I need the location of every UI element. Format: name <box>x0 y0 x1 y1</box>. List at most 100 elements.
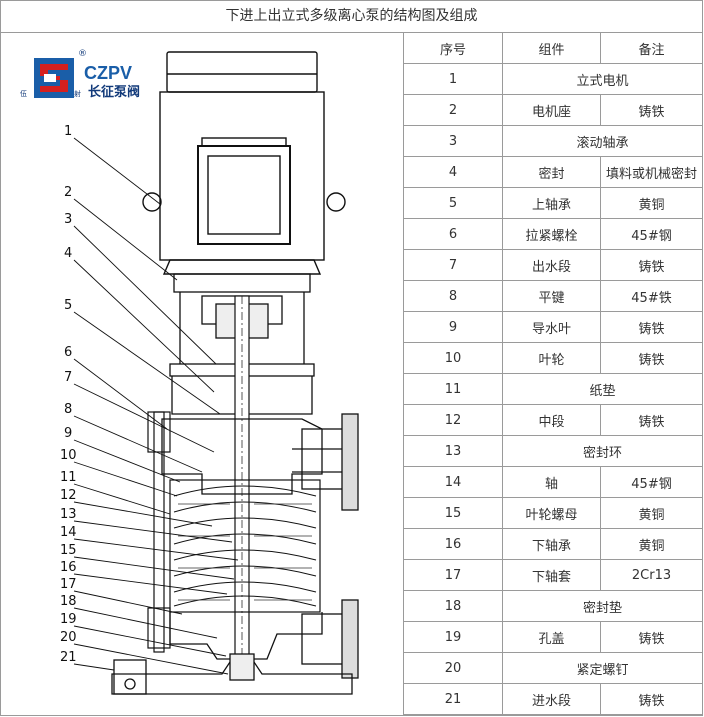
row-remark: 黄铜 <box>600 187 703 219</box>
outlet-section <box>161 413 359 511</box>
row-component: 拉紧螺栓 <box>502 218 601 250</box>
callout-2: 2 <box>64 185 72 200</box>
stage-stack <box>169 479 321 613</box>
callout-9: 9 <box>64 426 72 441</box>
callout-13: 13 <box>60 507 77 522</box>
callout-10: 10 <box>60 448 77 463</box>
row-component: 上轴承 <box>502 187 601 219</box>
row-remark: 铸铁 <box>600 404 703 436</box>
row-component: 叶轮 <box>502 342 601 374</box>
row-component: 导水叶 <box>502 311 601 343</box>
row-number: 17 <box>403 559 503 591</box>
row-remark: 黄铜 <box>600 528 703 560</box>
row-component: 下轴套 <box>502 559 601 591</box>
row-number: 10 <box>403 342 503 374</box>
row-component: 叶轮螺母 <box>502 497 601 529</box>
pump-shaft <box>234 295 250 657</box>
table-header-row: 序号 组件 备注 <box>403 32 703 64</box>
row-number: 4 <box>403 156 503 188</box>
row-number: 7 <box>403 249 503 281</box>
row-number: 1 <box>403 63 503 95</box>
row-component: 中段 <box>502 404 601 436</box>
row-component: 电机座 <box>502 94 601 126</box>
row-component: 立式电机 <box>502 63 703 95</box>
row-remark: 铸铁 <box>600 311 703 343</box>
row-component: 纸垫 <box>502 373 703 405</box>
callout-19: 19 <box>60 612 77 627</box>
callout-6: 6 <box>64 345 72 360</box>
vertical-motor <box>142 51 346 275</box>
row-component: 出水段 <box>502 249 601 281</box>
callout-leaders <box>73 137 239 675</box>
row-component: 进水段 <box>502 683 601 715</box>
row-component: 滚动轴承 <box>502 125 703 157</box>
row-number: 6 <box>403 218 503 250</box>
row-number: 15 <box>403 497 503 529</box>
logo-brand-text: CZPV <box>84 63 132 83</box>
header-number: 序号 <box>403 32 503 64</box>
row-number: 21 <box>403 683 503 715</box>
callout-11: 11 <box>60 470 77 485</box>
row-number: 20 <box>403 652 503 684</box>
row-remark: 铸铁 <box>600 621 703 653</box>
callout-numbers: 1 2 3 4 5 6 7 8 9 10 11 12 13 14 15 16 1… <box>60 124 77 665</box>
callout-7: 7 <box>64 370 72 385</box>
row-number: 19 <box>403 621 503 653</box>
page-title: 下进上出立式多级离心泵的结构图及组成 <box>0 0 703 33</box>
row-remark: 填料或机械密封 <box>600 156 703 188</box>
callout-3: 3 <box>64 212 72 227</box>
row-component: 孔盖 <box>502 621 601 653</box>
callout-21: 21 <box>60 650 77 665</box>
inlet-section <box>111 599 359 695</box>
row-component: 下轴承 <box>502 528 601 560</box>
callout-4: 4 <box>64 246 72 261</box>
pump-structure-drawing: ® CZPV 伍 射 长征泵阀 <box>20 49 359 695</box>
row-component: 平键 <box>502 280 601 312</box>
row-remark: 黄铜 <box>600 497 703 529</box>
row-number: 9 <box>403 311 503 343</box>
row-number: 11 <box>403 373 503 405</box>
logo-mark-icon <box>34 58 74 98</box>
row-number: 8 <box>403 280 503 312</box>
row-number: 13 <box>403 435 503 467</box>
row-number: 3 <box>403 125 503 157</box>
row-number: 16 <box>403 528 503 560</box>
row-remark: 铸铁 <box>600 94 703 126</box>
row-number: 2 <box>403 94 503 126</box>
row-component: 密封垫 <box>502 590 703 622</box>
row-remark: 铸铁 <box>600 342 703 374</box>
row-number: 18 <box>403 590 503 622</box>
row-remark: 铸铁 <box>600 683 703 715</box>
row-remark: 铸铁 <box>600 249 703 281</box>
logo-registered-mark: ® <box>78 49 87 59</box>
callout-18: 18 <box>60 594 77 609</box>
row-number: 5 <box>403 187 503 219</box>
header-remark: 备注 <box>600 32 703 64</box>
callout-17: 17 <box>60 577 77 592</box>
row-remark: 45#钢 <box>600 218 703 250</box>
callout-20: 20 <box>60 630 77 645</box>
row-number: 12 <box>403 404 503 436</box>
callout-15: 15 <box>60 543 77 558</box>
callout-12: 12 <box>60 488 77 503</box>
